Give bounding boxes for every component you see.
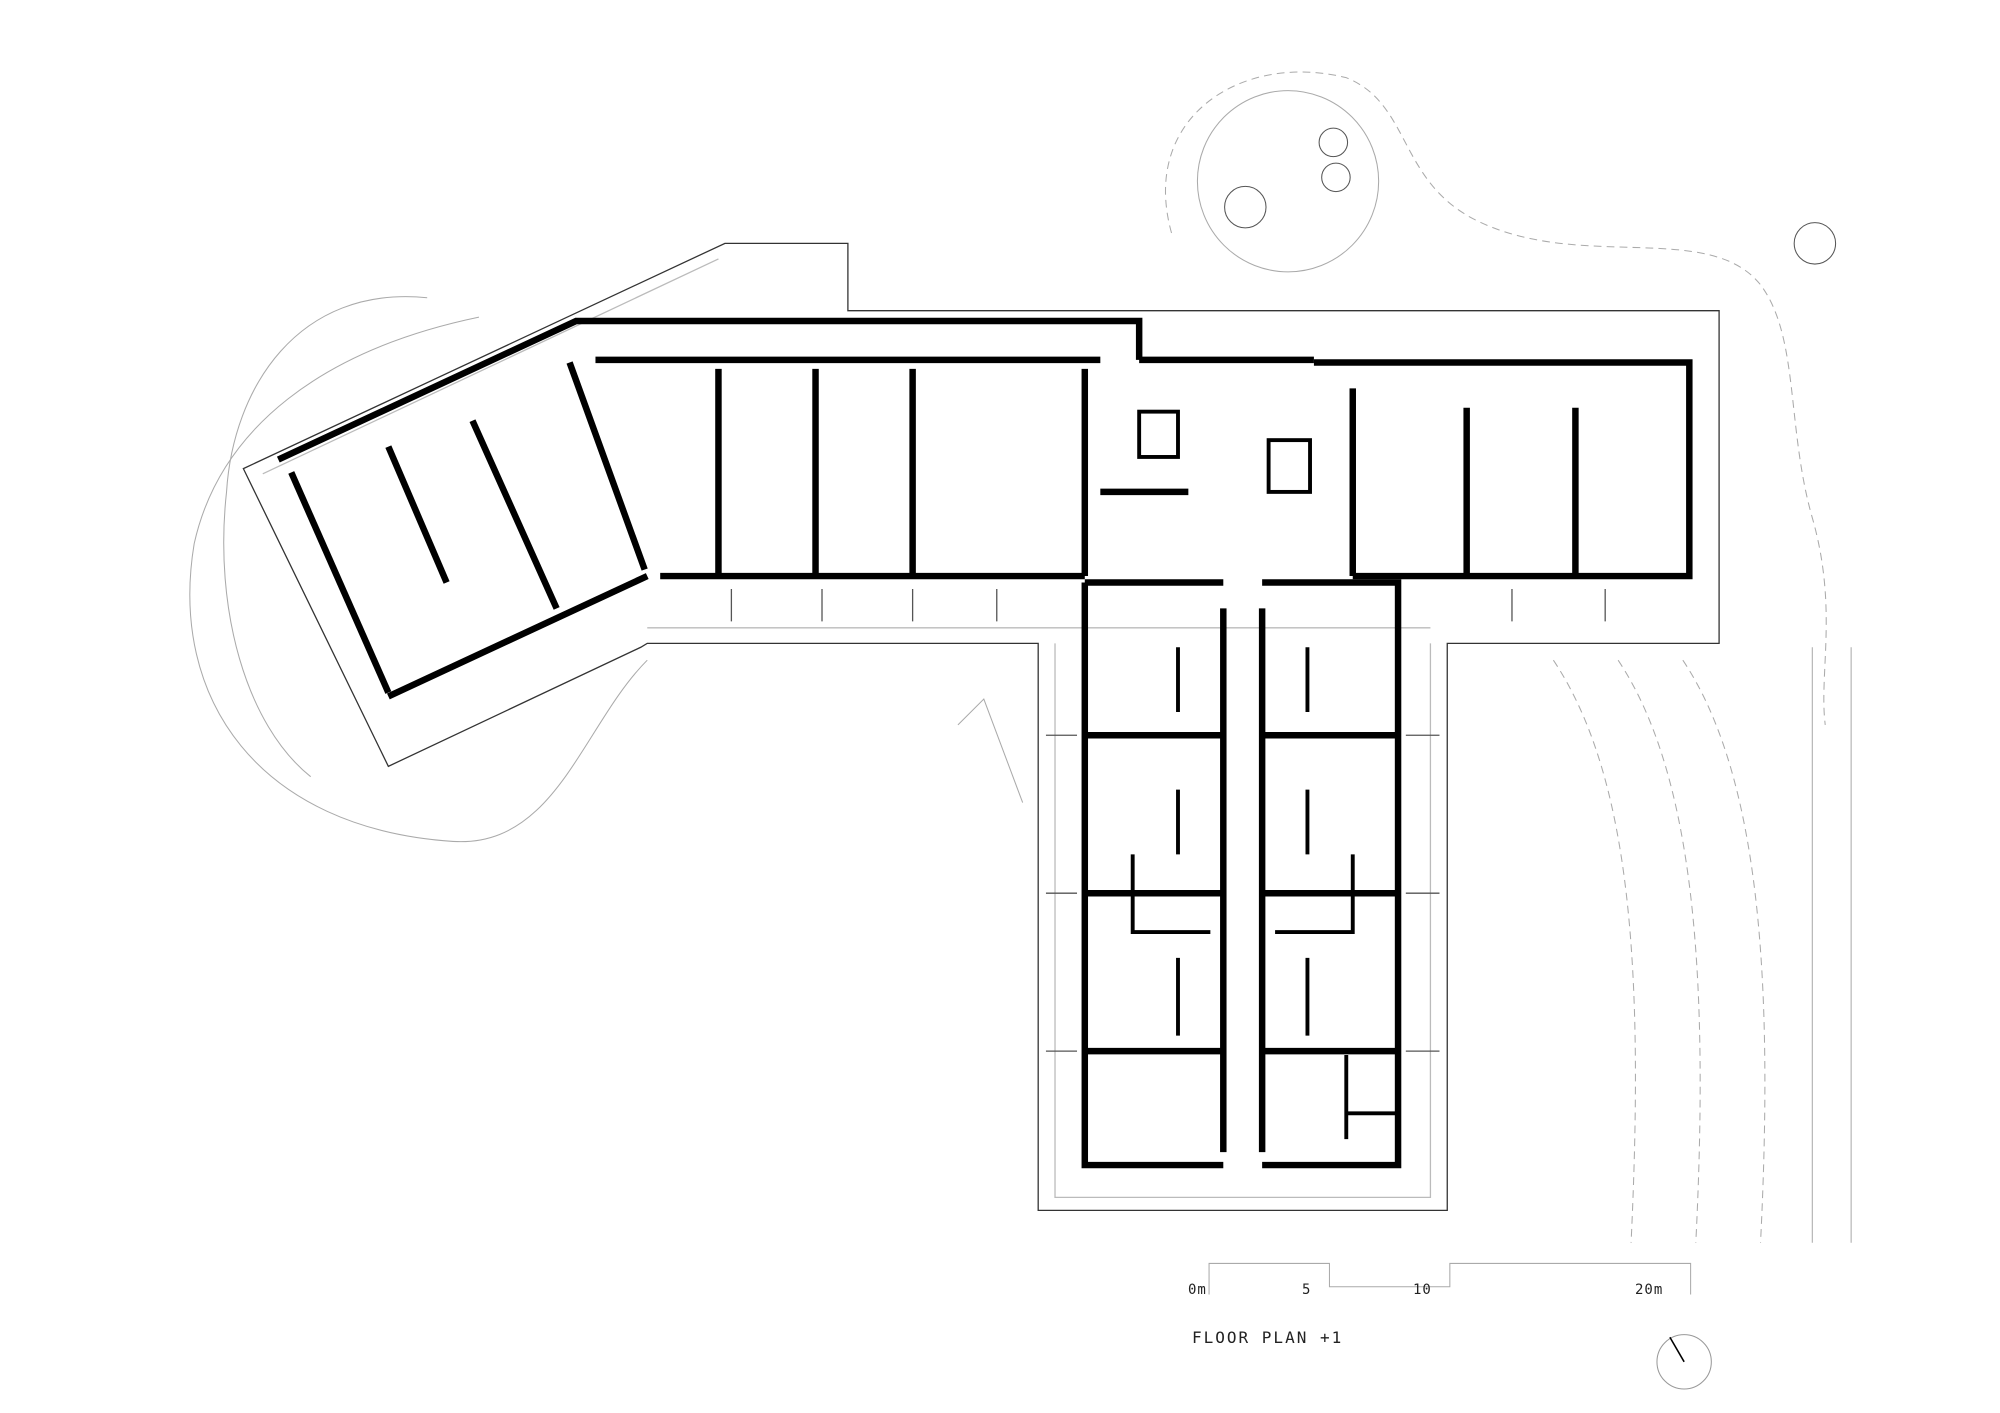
scale-label-20: 20m [1635, 1282, 1664, 1298]
terrace-piers [730, 588, 1606, 1052]
scale-bar [1208, 1262, 1692, 1295]
scale-label-5: 5 [1302, 1282, 1312, 1298]
tree-icon [1224, 185, 1267, 229]
drawing-title: FLOOR PLAN +1 [1192, 1328, 1344, 1347]
circular-plaza [1196, 90, 1380, 273]
landscape [189, 71, 1852, 1243]
tree-icon [1793, 222, 1837, 265]
north-arrow-icon [1656, 1334, 1712, 1390]
tree-icon [1321, 162, 1351, 193]
scale-label-0: 0m [1188, 1282, 1207, 1298]
scale-label-10: 10 [1413, 1282, 1432, 1298]
walls [276, 317, 1693, 1169]
trees [1224, 127, 1837, 265]
terrace-outline [242, 242, 1720, 1212]
tree-icon [1318, 127, 1349, 158]
